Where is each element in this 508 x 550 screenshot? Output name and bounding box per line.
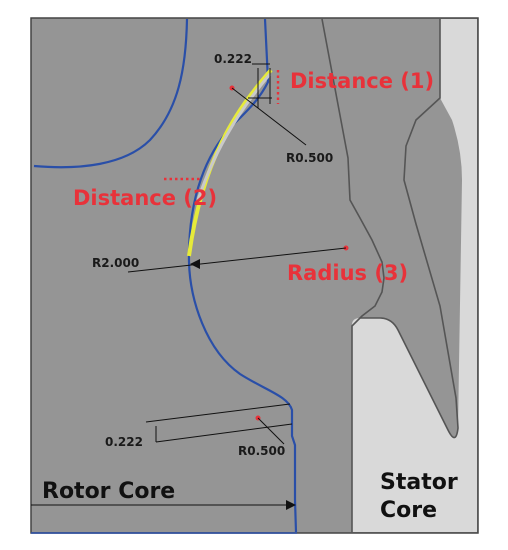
rotor-core-arrow bbox=[31, 500, 296, 510]
dimension-radius-top-label: R0.500 bbox=[286, 151, 333, 165]
dimension-radius-main bbox=[127, 245, 349, 273]
rotor-slot-outline-upper bbox=[33, 18, 189, 169]
distance-1-callout: Distance (1) bbox=[290, 69, 434, 93]
rotor-core-label: Rotor Core bbox=[42, 479, 175, 504]
stator-slot-outline bbox=[360, 19, 459, 439]
dimension-gap-bottom-label: 0.222 bbox=[105, 435, 143, 449]
dimension-radius-main-label: R2.000 bbox=[92, 256, 139, 270]
radius-3-callout: Radius (3) bbox=[287, 261, 408, 285]
stator-core-label-line2: Core bbox=[380, 498, 437, 523]
dimension-gap-top-label: 0.222 bbox=[214, 52, 252, 66]
distance-2-callout: Distance (2) bbox=[73, 186, 217, 210]
dimension-radius-top bbox=[229, 85, 307, 146]
highlight-inner-shade bbox=[196, 73, 272, 201]
stator-core-label-line1: Stator bbox=[380, 470, 458, 495]
dimension-gap-top bbox=[248, 63, 272, 108]
dimension-gap-bottom bbox=[145, 403, 293, 443]
dimension-radius-bottom-label: R0.500 bbox=[238, 444, 285, 458]
rotor-outer-contour bbox=[187, 18, 298, 533]
dimension-radius-bottom bbox=[255, 415, 285, 445]
stator-core-region bbox=[322, 19, 477, 532]
